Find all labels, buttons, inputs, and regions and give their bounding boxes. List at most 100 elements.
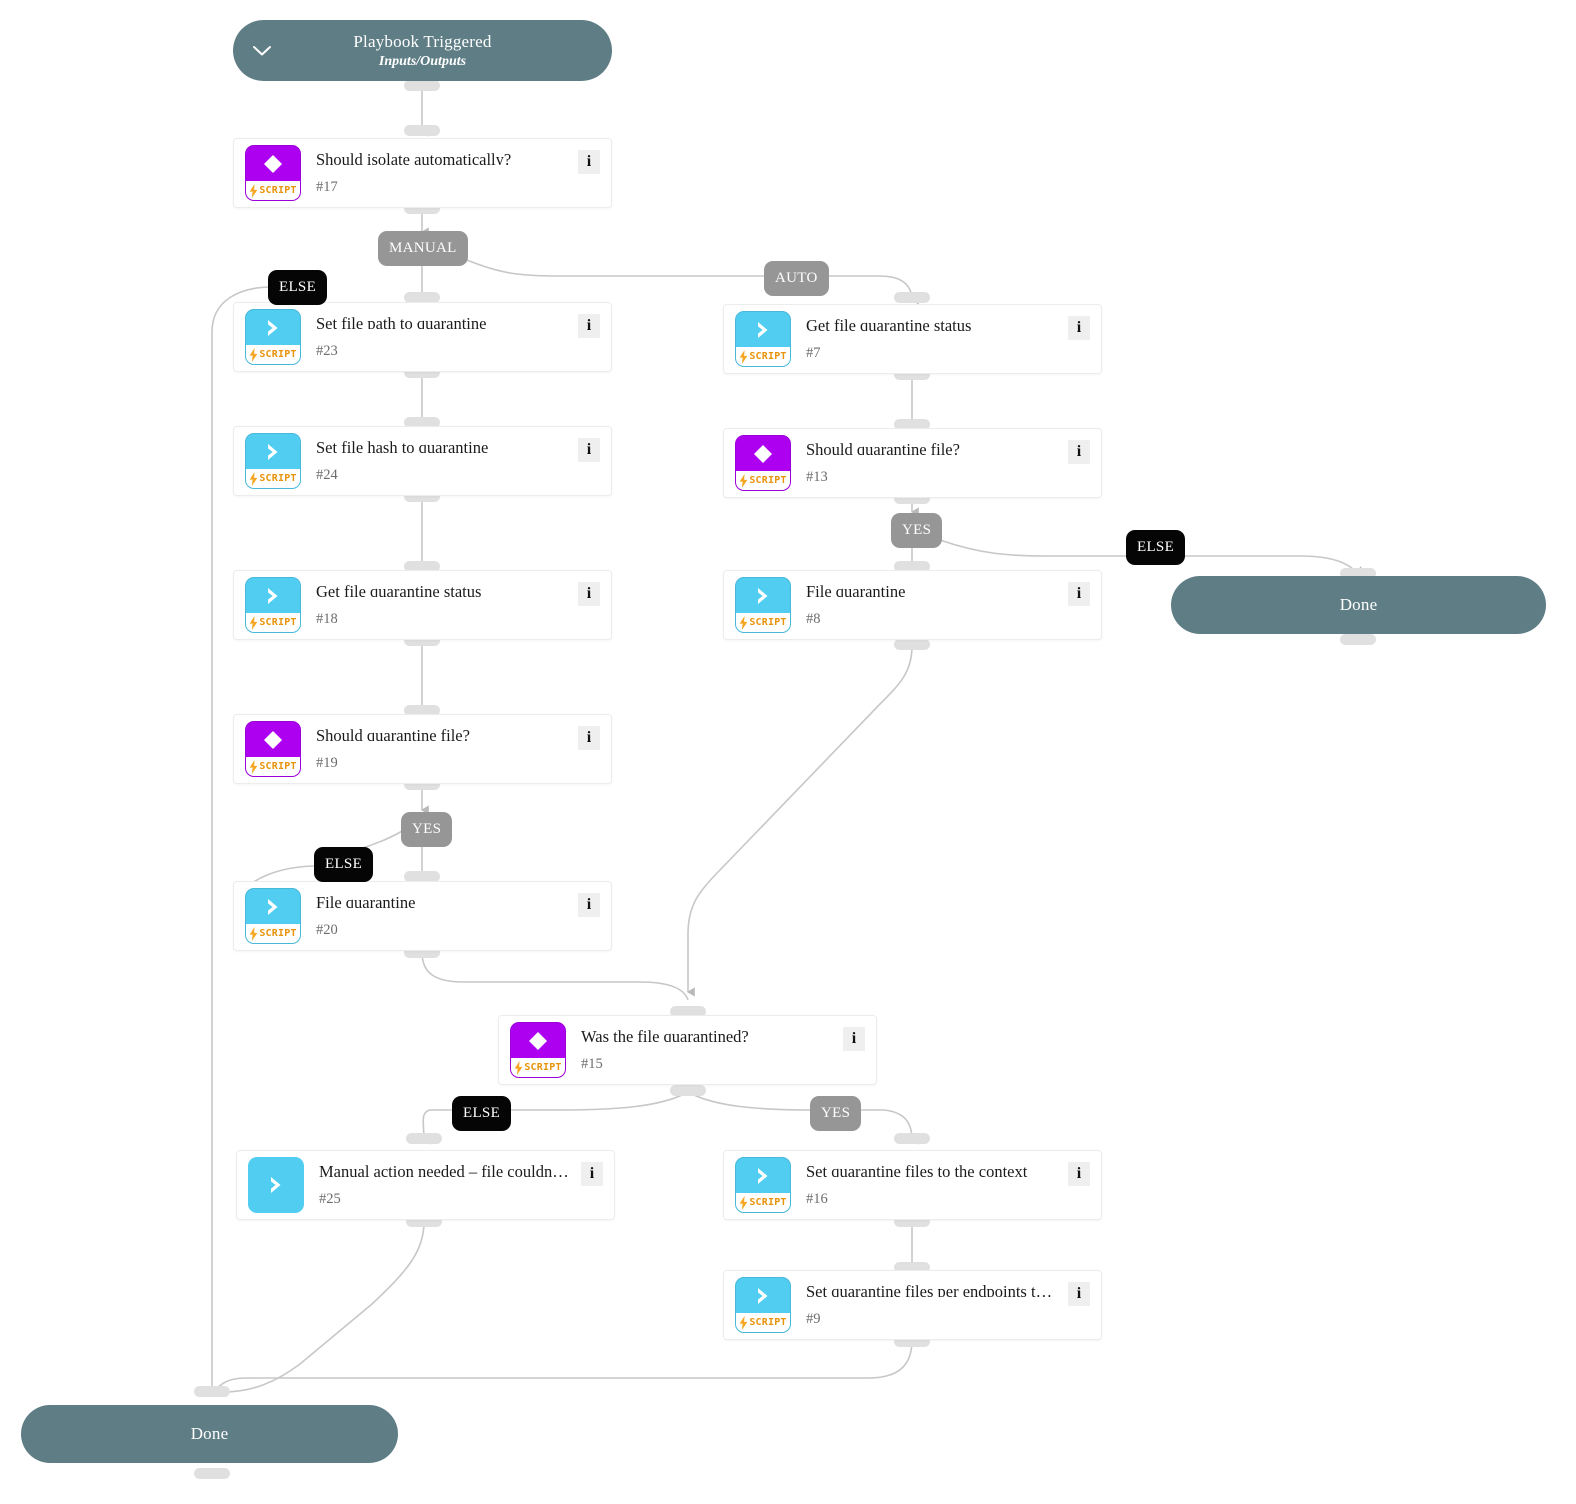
task-icon-wrap: SCRIPT xyxy=(234,715,312,783)
task-body: File quarantine #20 i xyxy=(312,882,611,950)
task-card-8[interactable]: SCRIPT File quarantine #8 i xyxy=(723,570,1102,640)
info-icon[interactable]: i xyxy=(578,314,600,338)
task-body: Should quarantine file? #19 i xyxy=(312,715,611,783)
branch-label-else-13[interactable]: ELSE xyxy=(1126,530,1186,565)
task-number: #25 xyxy=(319,1191,341,1208)
task-title: Set quarantine files per endpoints to t… xyxy=(806,1282,1057,1298)
condition-script-tile: SCRIPT xyxy=(245,145,301,201)
chevron-right-icon xyxy=(736,1278,790,1313)
info-icon[interactable]: i xyxy=(578,582,600,606)
script-tile: SCRIPT xyxy=(245,433,301,489)
script-badge: SCRIPT xyxy=(246,345,300,364)
task-card-19[interactable]: SCRIPT Should quarantine file? #19 i xyxy=(233,714,612,784)
task-card-9[interactable]: SCRIPT Set quarantine files per endpoint… xyxy=(723,1270,1102,1340)
task-number: #15 xyxy=(581,1056,603,1073)
node-done-right[interactable]: Done xyxy=(1171,576,1546,634)
task-body: Set quarantine files per endpoints to t…… xyxy=(802,1271,1101,1339)
lightning-bolt-icon xyxy=(249,183,258,198)
task-card-18[interactable]: SCRIPT Get file quarantine status #18 i xyxy=(233,570,612,640)
task-icon-wrap: SCRIPT xyxy=(724,1271,802,1339)
branch-label-yes-19[interactable]: YES xyxy=(401,812,453,847)
task-card-20[interactable]: SCRIPT File quarantine #20 i xyxy=(233,881,612,951)
chevron-right-icon xyxy=(736,1158,790,1193)
branch-label-else-15[interactable]: ELSE xyxy=(452,1096,512,1131)
branch-label-else-17[interactable]: ELSE xyxy=(268,270,328,305)
task-title: Manual action needed – file couldn't … xyxy=(319,1162,570,1178)
script-badge-label: SCRIPT xyxy=(524,1061,562,1073)
task-title: Set file hash to quarantine xyxy=(316,438,489,454)
start-node-subtitle: Inputs/Outputs xyxy=(378,53,467,69)
lightning-bolt-icon xyxy=(739,349,748,364)
script-badge-label: SCRIPT xyxy=(259,616,297,628)
end-node-label: Done xyxy=(190,1424,229,1444)
script-badge-label: SCRIPT xyxy=(259,760,297,772)
info-icon[interactable]: i xyxy=(581,1162,603,1186)
task-card-17[interactable]: SCRIPT Should isolate automatically? #17… xyxy=(233,138,612,208)
task-body: Should quarantine file? #13 i xyxy=(802,429,1101,497)
info-icon[interactable]: i xyxy=(1068,440,1090,464)
task-card-13[interactable]: SCRIPT Should quarantine file? #13 i xyxy=(723,428,1102,498)
task-card-23[interactable]: SCRIPT Set file path to quarantine #23 i xyxy=(233,302,612,372)
script-badge-label: SCRIPT xyxy=(749,474,787,486)
script-badge-label: SCRIPT xyxy=(259,927,297,939)
task-number: #23 xyxy=(316,343,338,360)
lightning-bolt-icon xyxy=(739,473,748,488)
connector-plug xyxy=(194,1386,230,1397)
connector-plug xyxy=(406,1133,442,1144)
script-badge: SCRIPT xyxy=(246,469,300,488)
branch-label-manual[interactable]: MANUAL xyxy=(378,231,468,266)
chevron-right-icon xyxy=(736,578,790,613)
branch-label-auto[interactable]: AUTO xyxy=(764,261,829,296)
task-body: Set file path to quarantine #23 i xyxy=(312,303,611,371)
diamond-icon xyxy=(246,722,300,757)
connector-plug xyxy=(406,1216,442,1227)
node-done-bottom[interactable]: Done xyxy=(21,1405,398,1463)
task-number: #19 xyxy=(316,755,338,772)
chevron-right-icon xyxy=(246,578,300,613)
branch-label-yes-13[interactable]: YES xyxy=(891,513,943,548)
task-body: Get file quarantine status #7 i xyxy=(802,305,1101,373)
info-icon[interactable]: i xyxy=(1068,1282,1090,1306)
lightning-bolt-icon xyxy=(739,615,748,630)
info-icon[interactable]: i xyxy=(1068,316,1090,340)
task-icon-wrap: SCRIPT xyxy=(234,139,312,207)
task-number: #16 xyxy=(806,1191,828,1208)
task-body: Should isolate automatically? #17 i xyxy=(312,139,611,207)
task-icon-wrap: SCRIPT xyxy=(234,571,312,639)
task-body: Was the file quarantined? #15 i xyxy=(577,1016,876,1084)
info-icon[interactable]: i xyxy=(578,438,600,462)
task-body: Set file hash to quarantine #24 i xyxy=(312,427,611,495)
task-title: Get file quarantine status xyxy=(806,316,972,332)
info-icon[interactable]: i xyxy=(578,893,600,917)
script-tile: SCRIPT xyxy=(735,1277,791,1333)
chevron-right-icon xyxy=(246,889,300,924)
chevron-down-icon[interactable] xyxy=(251,40,273,62)
branch-label-yes-15[interactable]: YES xyxy=(810,1096,862,1131)
task-card-25[interactable]: Manual action needed – file couldn't … #… xyxy=(236,1150,615,1220)
info-icon[interactable]: i xyxy=(1068,1162,1090,1186)
diamond-icon xyxy=(511,1023,565,1058)
task-title: File quarantine xyxy=(806,582,906,598)
info-icon[interactable]: i xyxy=(578,150,600,174)
script-badge-label: SCRIPT xyxy=(749,616,787,628)
task-number: #9 xyxy=(806,1311,821,1328)
script-badge-label: SCRIPT xyxy=(259,472,297,484)
script-badge-label: SCRIPT xyxy=(749,1196,787,1208)
connector-plug xyxy=(194,1468,230,1479)
task-icon-wrap: SCRIPT xyxy=(724,1151,802,1219)
task-card-24[interactable]: SCRIPT Set file hash to quarantine #24 i xyxy=(233,426,612,496)
task-card-16[interactable]: SCRIPT Set quarantine files to the conte… xyxy=(723,1150,1102,1220)
info-icon[interactable]: i xyxy=(1068,582,1090,606)
task-card-7[interactable]: SCRIPT Get file quarantine status #7 i xyxy=(723,304,1102,374)
task-title: Set quarantine files to the context xyxy=(806,1162,1028,1178)
task-card-15[interactable]: SCRIPT Was the file quarantined? #15 i xyxy=(498,1015,877,1085)
script-tile: SCRIPT xyxy=(245,888,301,944)
node-playbook-triggered[interactable]: Playbook Triggered Inputs/Outputs xyxy=(233,20,612,81)
task-icon-wrap: SCRIPT xyxy=(234,882,312,950)
info-icon[interactable]: i xyxy=(843,1027,865,1051)
task-icon-wrap: SCRIPT xyxy=(499,1016,577,1084)
chevron-right-icon xyxy=(736,312,790,347)
info-icon[interactable]: i xyxy=(578,726,600,750)
branch-label-else-19[interactable]: ELSE xyxy=(314,847,374,882)
